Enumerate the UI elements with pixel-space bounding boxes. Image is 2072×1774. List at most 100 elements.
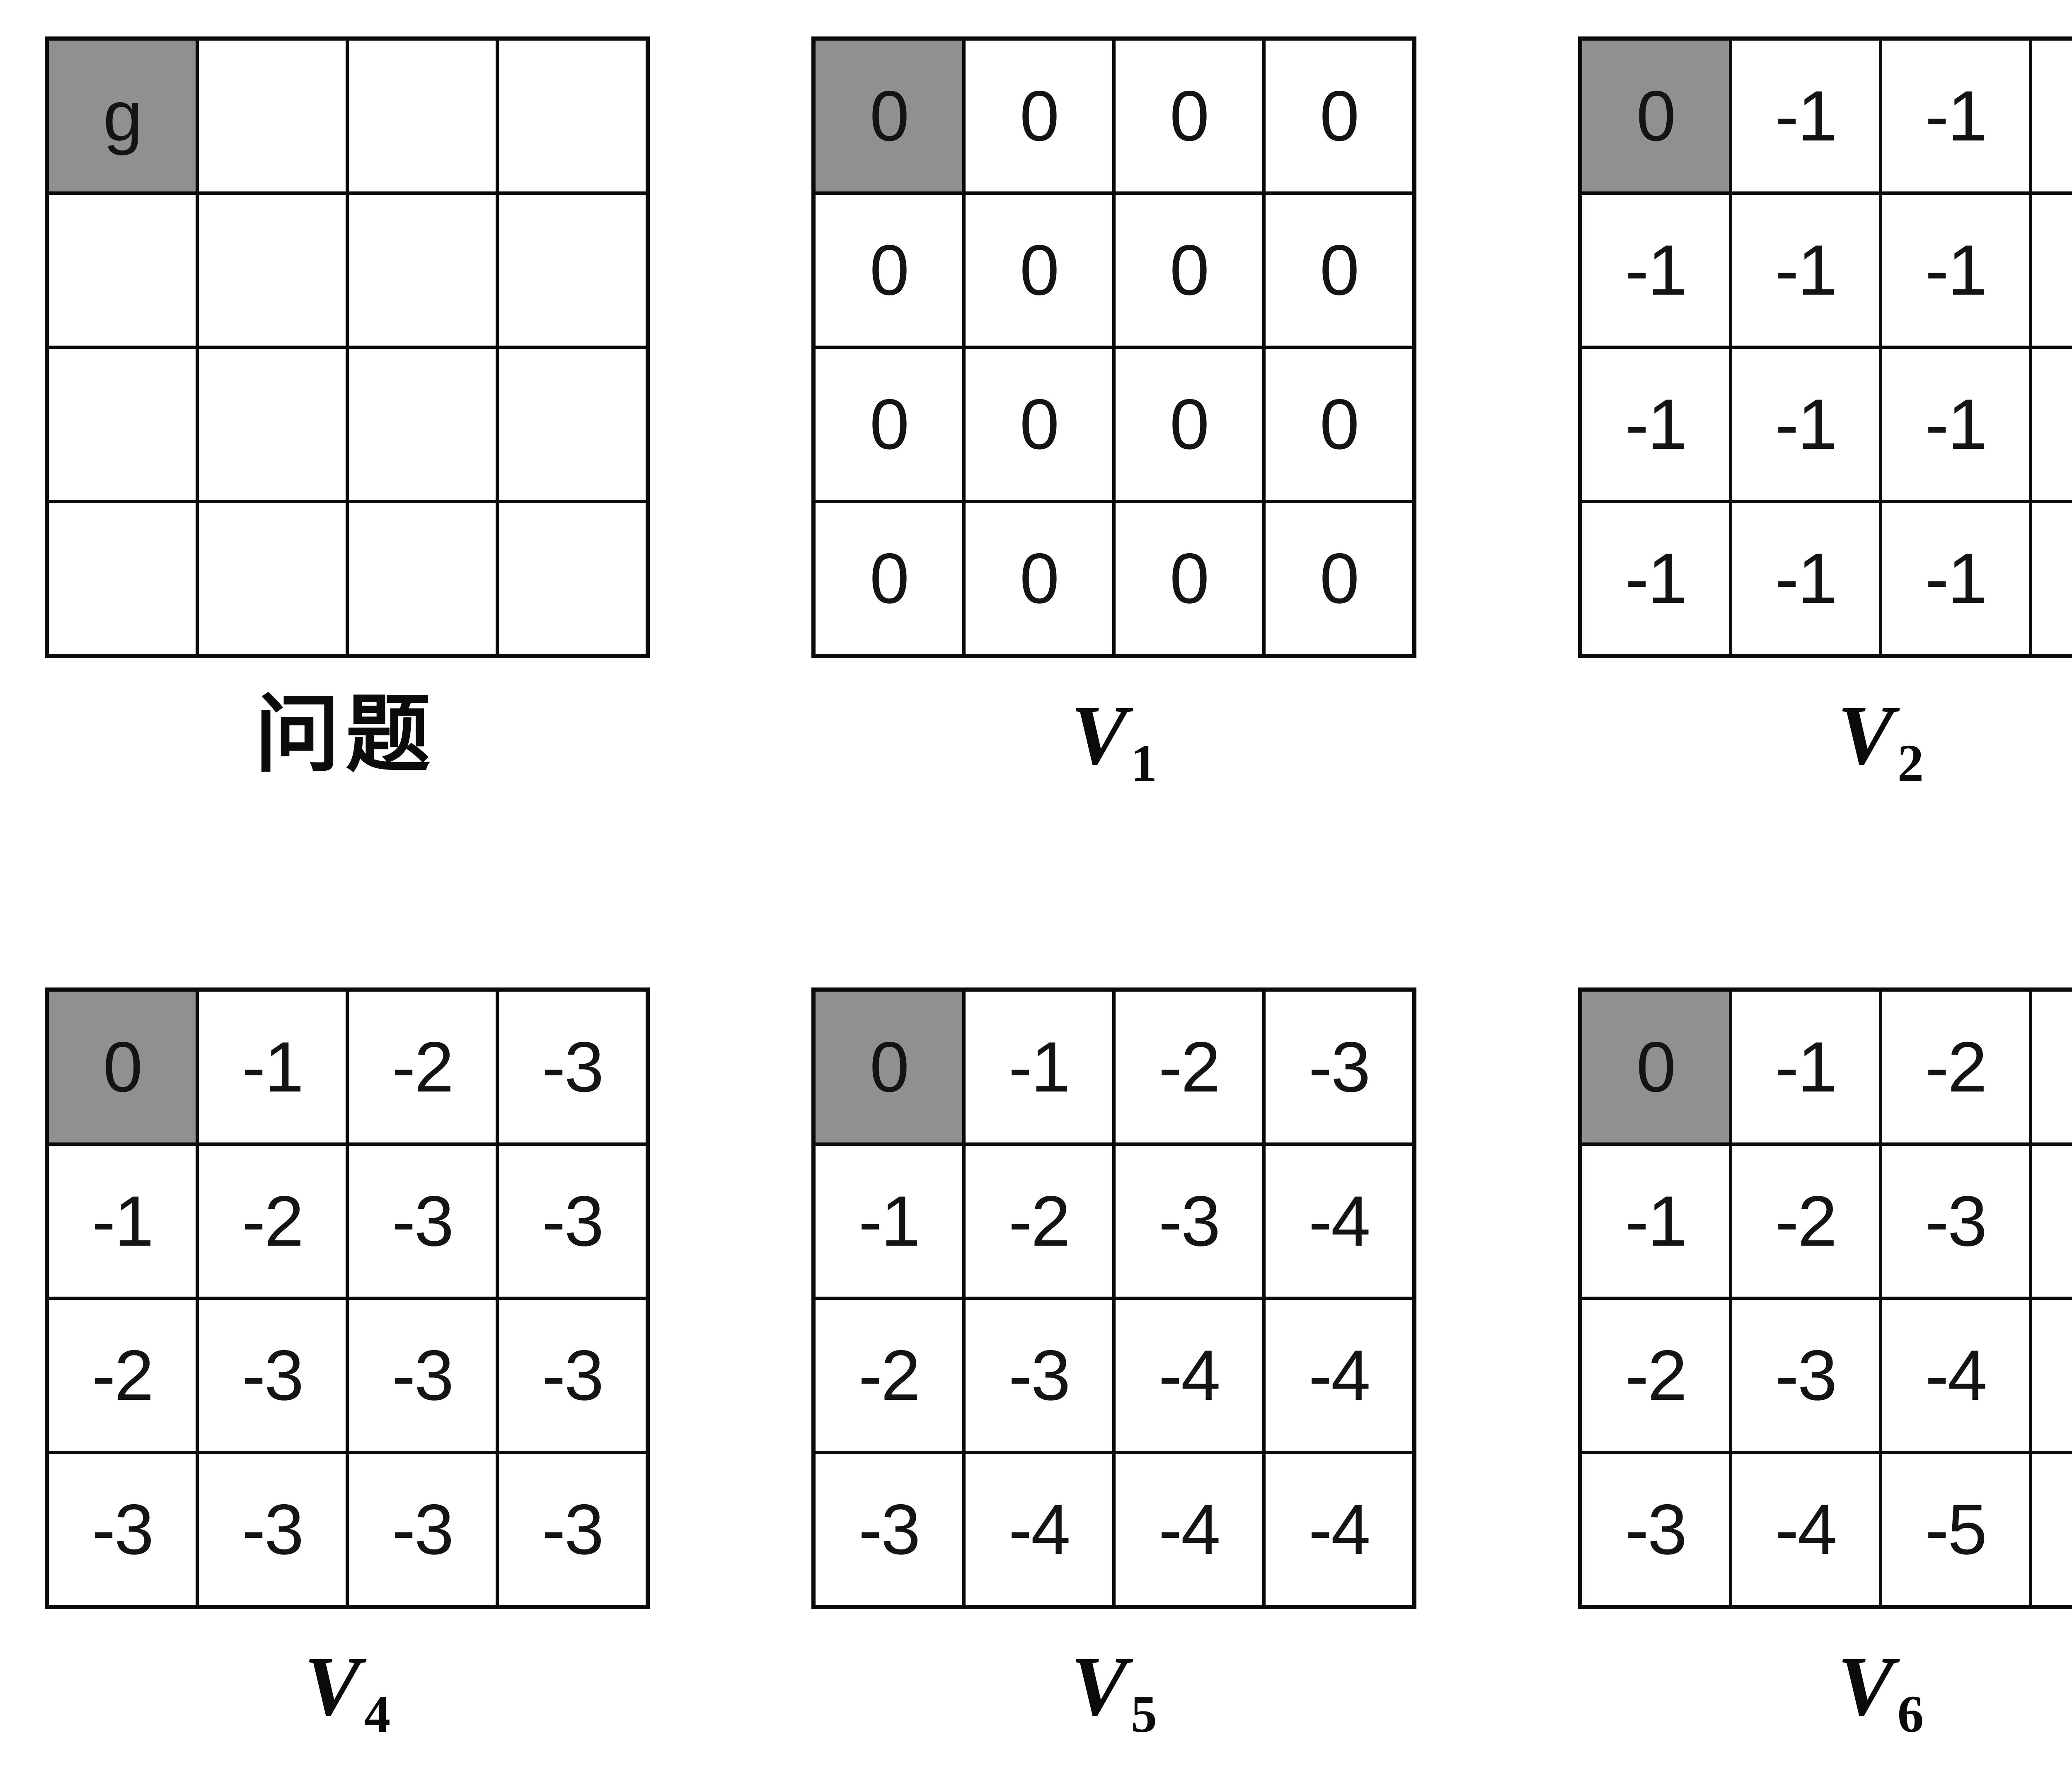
grid-cell [49, 349, 196, 500]
panel-label-v5: V5 [1071, 1644, 1157, 1740]
grid-cell: -3 [816, 1454, 962, 1605]
grid-cell: -2 [1116, 992, 1262, 1142]
grid-cell: -1 [2032, 41, 2072, 191]
grid-cell: -4 [1732, 1454, 1879, 1605]
panel-v5: 0-1-2-3-1-2-3-4-2-3-4-4-3-4-4-4 V5 [811, 987, 1416, 1740]
grid-cell: -3 [349, 1300, 496, 1451]
grid-cell: -2 [1732, 1146, 1879, 1297]
grid-cell: -3 [1732, 1300, 1879, 1451]
grid-cell: -3 [1266, 992, 1412, 1142]
goal-cell: 0 [816, 992, 962, 1142]
grid-cell: -1 [1882, 195, 2029, 346]
grid-cell: -4 [1266, 1300, 1412, 1451]
grid-cell: -1 [1582, 1146, 1729, 1297]
grid-cell: -3 [499, 1454, 646, 1605]
grid-cell [49, 195, 196, 346]
problem-grid: g [45, 36, 650, 658]
grid-cell: -4 [1882, 1300, 2029, 1451]
grid-cell [499, 41, 646, 191]
label-base: V [1837, 688, 1894, 782]
grid-cell [199, 349, 346, 500]
grid-cell: 0 [1266, 503, 1412, 654]
value-grid-v5: 0-1-2-3-1-2-3-4-2-3-4-4-3-4-4-4 [811, 987, 1416, 1609]
grid-cell: 0 [1116, 503, 1262, 654]
grid-cell: -3 [2032, 992, 2072, 1142]
grid-cell [49, 503, 196, 654]
grid-cell: -5 [2032, 1454, 2072, 1605]
grid-cell: -1 [2032, 349, 2072, 500]
grid-cell [199, 503, 346, 654]
grid-cell: -3 [349, 1454, 496, 1605]
grid-cell: -1 [1732, 503, 1879, 654]
grid-cell: -1 [49, 1146, 196, 1297]
grid-cell: -4 [2032, 1146, 2072, 1297]
grid-cell [499, 195, 646, 346]
grid-cell: 0 [1266, 41, 1412, 191]
label-subscript: 5 [1130, 1685, 1157, 1743]
grid-cell: -3 [499, 992, 646, 1142]
grid-cell: 0 [1116, 41, 1262, 191]
grid-cell: -4 [1266, 1146, 1412, 1297]
grid-cell: 0 [1266, 195, 1412, 346]
grid-cell [349, 349, 496, 500]
grid-cell: 0 [1266, 349, 1412, 500]
grid-cell: -1 [1582, 195, 1729, 346]
grid-cell: -1 [1882, 503, 2029, 654]
panel-label-v1: V1 [1071, 693, 1157, 789]
grid-cell: -1 [2032, 195, 2072, 346]
grid-cell: -1 [2032, 503, 2072, 654]
panel-v2: 0-1-1-1-1-1-1-1-1-1-1-1-1-1-1-1 V2 [1578, 36, 2072, 789]
grid-cell: -1 [1732, 41, 1879, 191]
grid-cell: -1 [966, 992, 1112, 1142]
grid-cell: -1 [1582, 349, 1729, 500]
grid-cell: -5 [1882, 1454, 2029, 1605]
grid-cell: -3 [1882, 1146, 2029, 1297]
grid-cell: -5 [2032, 1300, 2072, 1451]
grid-cell: -3 [199, 1300, 346, 1451]
panel-label-v4: V4 [304, 1644, 390, 1740]
panel-problem: g 问题 [45, 36, 650, 778]
label-subscript: 4 [364, 1685, 391, 1743]
grid-cell: -1 [1882, 349, 2029, 500]
grid-cell: -2 [199, 1146, 346, 1297]
goal-cell: 0 [816, 41, 962, 191]
grid-cell: -2 [1882, 992, 2029, 1142]
grid-cell: -3 [1116, 1146, 1262, 1297]
grid-cell [499, 349, 646, 500]
label-subscript: 1 [1130, 734, 1157, 792]
value-grid-v6: 0-1-2-3-1-2-3-4-2-3-4-5-3-4-5-5 [1578, 987, 2072, 1609]
label-base: V [1070, 1639, 1128, 1733]
grid-cell: -3 [199, 1454, 346, 1605]
grid-cell: -1 [1732, 992, 1879, 1142]
value-grid-v4: 0-1-2-3-1-2-3-3-2-3-3-3-3-3-3-3 [45, 987, 650, 1609]
label-base: V [1837, 1639, 1894, 1733]
panel-v6: 0-1-2-3-1-2-3-4-2-3-4-5-3-4-5-5 V6 [1578, 987, 2072, 1740]
grid-cell [499, 503, 646, 654]
grid-cell: -1 [199, 992, 346, 1142]
grid-cell: -2 [1582, 1300, 1729, 1451]
grid-cell: 0 [816, 349, 962, 500]
grid-cell: -1 [1882, 41, 2029, 191]
panel-label-problem: 问题 [255, 693, 440, 778]
grid-cell [199, 195, 346, 346]
grid-cell: -1 [1582, 503, 1729, 654]
goal-cell: 0 [49, 992, 196, 1142]
grid-cell: -2 [816, 1300, 962, 1451]
goal-cell: 0 [1582, 41, 1729, 191]
value-grid-v2: 0-1-1-1-1-1-1-1-1-1-1-1-1-1-1-1 [1578, 36, 2072, 658]
goal-cell: g [49, 41, 196, 191]
grid-cell: -3 [966, 1300, 1112, 1451]
grid-cell: -3 [349, 1146, 496, 1297]
label-base: V [304, 1639, 361, 1733]
panel-label-v6: V6 [1837, 1644, 1924, 1740]
grid-cell: -3 [499, 1146, 646, 1297]
grid-cell: -2 [966, 1146, 1112, 1297]
grid-cell: 0 [1116, 195, 1262, 346]
grid-cell: 0 [966, 41, 1112, 191]
grid-cell: -3 [1582, 1454, 1729, 1605]
grid-cell: -2 [49, 1300, 196, 1451]
grid-cell [349, 41, 496, 191]
